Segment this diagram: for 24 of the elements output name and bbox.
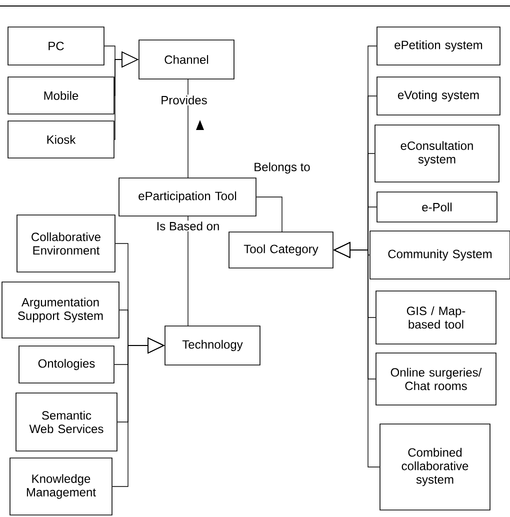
box: eConsultation system bbox=[374, 124, 500, 182]
box: eParticipation Tool bbox=[118, 178, 256, 216]
box: PC bbox=[8, 26, 104, 66]
box: Tool Category bbox=[228, 232, 334, 268]
connector bbox=[256, 196, 282, 232]
box: Collaborative Environment bbox=[16, 214, 116, 272]
box: Channel bbox=[138, 40, 234, 80]
edge-label: Is Based on bbox=[155, 220, 221, 232]
box: e-Poll bbox=[376, 192, 498, 222]
edge-label: Provides bbox=[160, 94, 208, 106]
box: Ontologies bbox=[18, 346, 114, 384]
box: Kiosk bbox=[8, 120, 114, 158]
box: GIS / Map-based tool bbox=[376, 290, 496, 344]
box: Community System bbox=[370, 230, 510, 280]
box: Online surgeries/ Chat rooms bbox=[376, 352, 496, 406]
box: ePetition system bbox=[376, 26, 500, 66]
box: Knowledge Management bbox=[10, 458, 112, 516]
box: Semantic Web Services bbox=[16, 392, 118, 452]
box: Combined collaborative system bbox=[380, 424, 490, 510]
box: Argumentation Support System bbox=[2, 282, 120, 338]
edge-label: Belongs to bbox=[252, 161, 312, 175]
box: Mobile bbox=[8, 76, 114, 114]
box: eVoting system bbox=[376, 76, 500, 116]
box: Technology bbox=[164, 326, 260, 366]
